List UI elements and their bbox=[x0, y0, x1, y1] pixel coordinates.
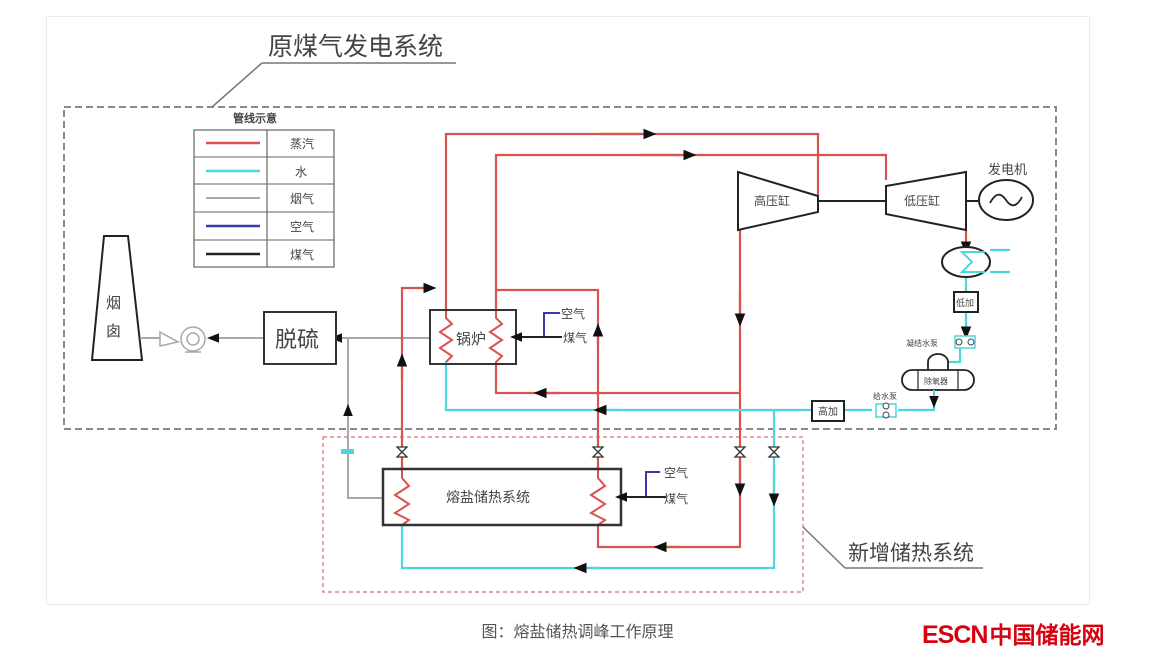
boiler-label: 锅炉 bbox=[456, 330, 486, 348]
boiler-gas-label: 煤气 bbox=[563, 330, 587, 345]
hp-cylinder: 高压缸 bbox=[737, 170, 819, 232]
induced-draft-fan-icon bbox=[159, 326, 206, 353]
lp-heater-label: 低加 bbox=[956, 297, 974, 309]
escn-logo[interactable]: ESCN中国储能网 bbox=[922, 616, 1104, 650]
legend-label-air: 空气 bbox=[290, 219, 314, 234]
flue-gas-sampling-port bbox=[341, 449, 354, 454]
desulfurization-unit bbox=[263, 311, 337, 365]
new-system-callout: 新增储热系统 bbox=[802, 526, 983, 569]
boiler-air-label: 空气 bbox=[561, 306, 585, 321]
chimney-label-1: 烟 bbox=[106, 294, 121, 312]
condensate-pump-label: 凝结水泵 bbox=[906, 338, 938, 348]
chimney: 烟 囱 bbox=[90, 235, 144, 361]
salt-air-label: 空气 bbox=[664, 465, 688, 480]
heat-exchanger-coils bbox=[392, 312, 607, 526]
original-system-callout: 原煤气发电系统 bbox=[211, 32, 456, 108]
legend-label-coal-gas: 煤气 bbox=[290, 247, 314, 262]
hp-heater-label: 高加 bbox=[818, 405, 838, 418]
steam-lines bbox=[396, 128, 972, 553]
condenser-icon bbox=[941, 246, 991, 278]
hp-heater-unit bbox=[811, 400, 845, 422]
molten-salt-label: 熔盐储热系统 bbox=[446, 490, 530, 506]
hp-cylinder-label: 高压缸 bbox=[754, 193, 790, 208]
original-system-title: 原煤气发电系统 bbox=[268, 32, 443, 61]
original-system-boundary bbox=[63, 106, 1057, 430]
salt-air-gas-inlet: 空气 煤气 bbox=[615, 465, 688, 506]
generator-label: 发电机 bbox=[988, 162, 1027, 178]
legend-label-flue-gas: 烟气 bbox=[290, 191, 314, 206]
boiler-air-gas-inlet: 空气 煤气 bbox=[510, 306, 587, 345]
desulfurization-label: 脱硫 bbox=[275, 328, 319, 353]
lp-heater-unit bbox=[953, 291, 979, 313]
deaerator-icon: 除氧器 bbox=[901, 353, 975, 391]
condensate-pump-icon: 凝结水泵 bbox=[906, 335, 976, 349]
lp-cylinder: 低压缸 bbox=[885, 170, 967, 232]
legend-title: 管线示意 bbox=[233, 111, 277, 125]
chimney-label-2: 囱 bbox=[106, 322, 121, 340]
feed-pump-icon: 给水泵 bbox=[873, 391, 897, 419]
feed-pump-label: 给水泵 bbox=[873, 391, 897, 401]
flue-gas-lines bbox=[140, 333, 430, 499]
new-system-boundary bbox=[322, 436, 804, 593]
figure-caption: 图：熔盐储热调峰工作原理 bbox=[481, 622, 674, 641]
lp-cylinder-label: 低压缸 bbox=[904, 193, 940, 208]
salt-gas-label: 煤气 bbox=[664, 491, 688, 506]
diagram-panel bbox=[46, 16, 1090, 605]
legend: 管线示意 蒸汽 水 烟气 空气 煤气 bbox=[193, 111, 335, 268]
deaerator-label: 除氧器 bbox=[924, 376, 948, 386]
legend-label-steam: 蒸汽 bbox=[290, 136, 314, 151]
water-lines bbox=[400, 248, 1010, 574]
logo-chinese: 中国储能网 bbox=[989, 622, 1105, 648]
generator-icon: 发电机 bbox=[978, 162, 1034, 221]
new-system-title: 新增储热系统 bbox=[848, 541, 974, 565]
logo-latin: ESCN bbox=[922, 621, 988, 649]
valve-icons bbox=[395, 446, 781, 458]
legend-label-water: 水 bbox=[295, 165, 307, 179]
